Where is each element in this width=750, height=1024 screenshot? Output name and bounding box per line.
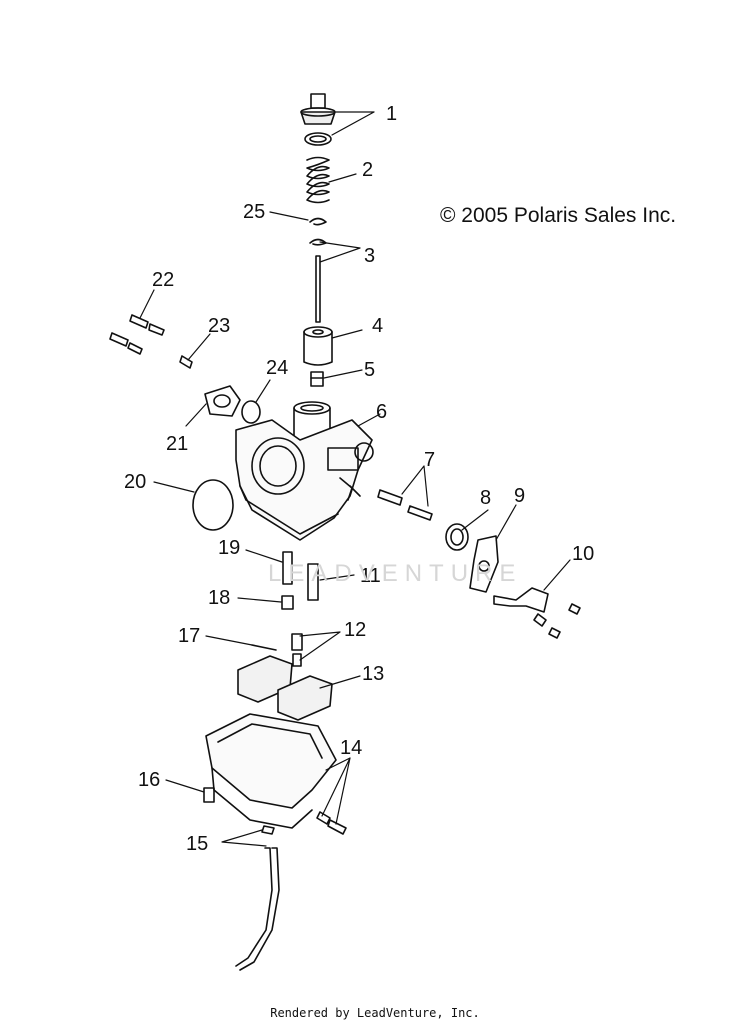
part-floats bbox=[237, 655, 333, 721]
callout-14: 14 bbox=[340, 737, 362, 759]
callout-17: 17 bbox=[178, 625, 200, 647]
footer-credit: Rendered by LeadVenture, Inc. bbox=[270, 1006, 480, 1020]
callout-18: 18 bbox=[208, 587, 230, 609]
part-screw-19 bbox=[282, 551, 293, 585]
callout-25: 25 bbox=[243, 201, 265, 223]
callout-7: 7 bbox=[424, 449, 435, 471]
part-oring-large bbox=[192, 479, 234, 531]
callout-12: 12 bbox=[344, 619, 366, 641]
callout-21: 21 bbox=[166, 433, 188, 455]
callout-3: 3 bbox=[364, 245, 375, 267]
callout-9: 9 bbox=[514, 485, 525, 507]
callout-23: 23 bbox=[208, 315, 230, 337]
callout-11: 11 bbox=[360, 565, 381, 587]
callout-10: 10 bbox=[572, 543, 594, 565]
part-cover-plate bbox=[204, 385, 241, 417]
callout-20: 20 bbox=[124, 471, 146, 493]
part-throttle-slide bbox=[303, 326, 333, 366]
part-float-bowl bbox=[205, 713, 347, 835]
part-needle-valve bbox=[291, 633, 303, 667]
copyright-text: © 2005 Polaris Sales Inc. bbox=[440, 204, 677, 227]
part-drain-screw bbox=[203, 787, 215, 803]
callout-15: 15 bbox=[186, 833, 208, 855]
callout-16: 16 bbox=[138, 769, 160, 791]
part-jet-5 bbox=[310, 371, 324, 387]
callout-22: 22 bbox=[152, 269, 174, 291]
part-screw-11 bbox=[307, 563, 319, 601]
part-spring bbox=[306, 156, 330, 204]
part-needle bbox=[309, 238, 327, 323]
watermark: LEADVENTURE bbox=[268, 560, 523, 587]
callout-2: 2 bbox=[362, 159, 373, 181]
leader-lines bbox=[139, 111, 571, 847]
callout-5: 5 bbox=[364, 359, 375, 381]
part-screws-7 bbox=[377, 489, 433, 521]
callout-1: 1 bbox=[386, 103, 397, 125]
callout-numbers: 1 2 25 3 22 4 23 5 24 6 21 7 20 8 9 10 1… bbox=[124, 103, 594, 855]
part-carburetor-body bbox=[235, 401, 374, 541]
callout-8: 8 bbox=[480, 487, 491, 509]
part-screws-22 bbox=[109, 314, 165, 355]
callout-6: 6 bbox=[376, 401, 387, 423]
part-clip bbox=[309, 217, 327, 226]
part-lever bbox=[469, 535, 499, 593]
part-bracket bbox=[493, 587, 581, 639]
callout-13: 13 bbox=[362, 663, 384, 685]
part-coil-spring bbox=[445, 523, 469, 551]
part-jet-18 bbox=[281, 595, 294, 610]
part-oring-small bbox=[241, 400, 261, 424]
part-top-cap bbox=[300, 93, 336, 146]
callout-19: 19 bbox=[218, 537, 240, 559]
part-drain-hose bbox=[235, 825, 280, 971]
callout-24: 24 bbox=[266, 357, 288, 379]
callout-4: 4 bbox=[372, 315, 383, 337]
part-pin bbox=[251, 644, 277, 651]
